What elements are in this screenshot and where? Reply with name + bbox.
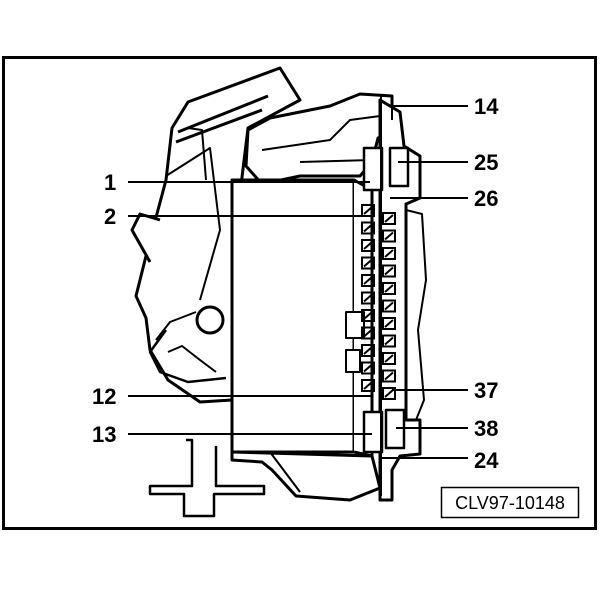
terminal-pin: [363, 328, 373, 338]
terminal-cavity: [382, 299, 396, 313]
mounting-foot: [148, 438, 266, 518]
terminal-cavity: [361, 361, 375, 375]
terminal-pin: [363, 258, 373, 268]
callout-26: 26: [474, 186, 498, 211]
reference-code-box: [440, 486, 580, 519]
terminal-pin: [384, 389, 394, 398]
terminal-cavity: [382, 247, 396, 260]
callout-13: 13: [92, 422, 116, 447]
terminal-cavity: [361, 309, 375, 322]
latch-block-lower: [362, 410, 384, 454]
terminal-cavity: [382, 334, 396, 348]
terminal-cavity: [382, 282, 396, 295]
terminal-pin: [384, 301, 394, 311]
callout-25: 25: [474, 150, 498, 175]
terminal-pin: [363, 293, 373, 303]
terminal-cavity: [382, 212, 396, 225]
terminal-cavity: [361, 291, 375, 305]
diagram-border: [2, 56, 597, 530]
terminal-pin: [363, 381, 373, 390]
terminal-cavity: [361, 379, 375, 392]
terminal-pin: [363, 346, 373, 355]
terminal-pin: [384, 214, 394, 223]
terminal-cavity: [361, 274, 375, 287]
terminal-pin: [384, 354, 394, 363]
bottom-base: [230, 450, 382, 502]
callout-2: 2: [104, 204, 116, 229]
terminal-pin: [363, 276, 373, 285]
terminal-cavity: [361, 221, 375, 235]
terminal-cavity: [361, 326, 375, 340]
terminal-grid: [361, 204, 396, 400]
terminal-cavity: [361, 344, 375, 357]
terminal-cavity: [382, 369, 396, 383]
leader-14: [391, 105, 468, 120]
terminal-cavity: [382, 229, 396, 243]
terminal-pin: [363, 311, 373, 320]
callout-1: 1: [104, 170, 116, 195]
terminal-pin: [384, 266, 394, 276]
callout-24: 24: [474, 448, 499, 473]
terminal-pin: [384, 319, 394, 328]
lever-pivot: [195, 305, 225, 335]
terminal-cavity: [361, 239, 375, 252]
terminal-cavity: [382, 317, 396, 330]
terminal-pin: [384, 284, 394, 293]
terminal-cavity: [382, 387, 396, 400]
terminal-pin: [384, 231, 394, 241]
terminal-cavity: [361, 256, 375, 270]
callout-37: 37: [474, 378, 498, 403]
terminal-pin: [363, 363, 373, 373]
front-face: [230, 178, 356, 454]
callout-38: 38: [474, 416, 498, 441]
terminal-pin: [384, 371, 394, 381]
terminal-cavity: [382, 352, 396, 365]
latch-block-upper: [362, 146, 384, 192]
terminal-pin: [384, 249, 394, 258]
terminal-pin: [384, 336, 394, 346]
terminal-cavity: [382, 264, 396, 278]
terminal-pin: [363, 241, 373, 250]
callout-14: 14: [474, 94, 499, 119]
reference-code: CLV97-10148: [455, 493, 565, 513]
leader-lines: [128, 96, 468, 496]
terminal-pin: [363, 206, 373, 215]
terminal-pin: [363, 223, 373, 233]
callout-12: 12: [92, 384, 116, 409]
